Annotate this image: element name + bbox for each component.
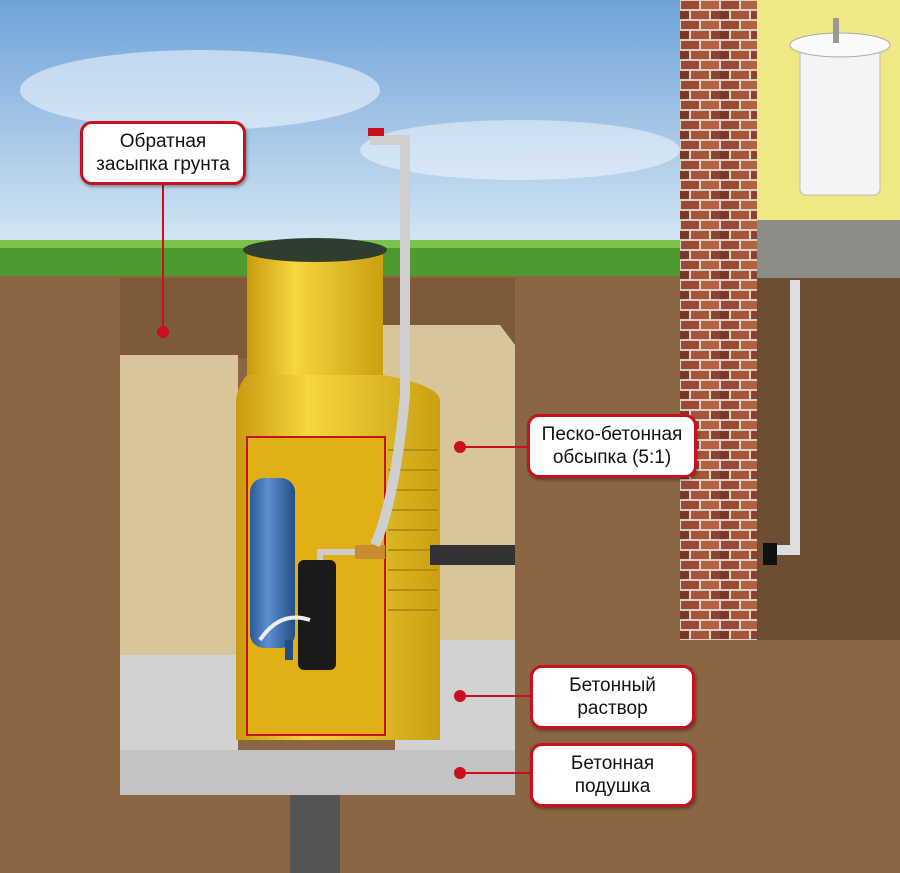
- label-backfill: Обратная засыпка грунта: [80, 121, 246, 185]
- outlet-pipe: [430, 545, 515, 565]
- label-sand-concrete: Песко-бетонная обсыпка (5:1): [527, 414, 697, 478]
- caisson-lid: [243, 238, 387, 262]
- label-line: раствор: [577, 698, 648, 719]
- pump: [258, 545, 385, 670]
- label-line: Обратная: [119, 131, 207, 152]
- label-concrete-cushion: Бетонная подушка: [530, 743, 695, 807]
- label-line: Бетонный: [569, 675, 656, 696]
- label-line: Песко-бетонная: [541, 424, 683, 445]
- pressure-tank: [250, 478, 295, 660]
- label-line: подушка: [574, 776, 651, 797]
- concrete-cushion: [120, 750, 515, 795]
- valve-icon: [368, 128, 384, 136]
- label-line: обсыпка (5:1): [552, 447, 672, 468]
- casing-pipe: [290, 795, 340, 873]
- caisson-neck: [247, 250, 383, 375]
- label-line: Бетонная: [570, 753, 655, 774]
- floor-slab: [757, 220, 900, 278]
- house-pipe: [775, 280, 800, 555]
- riser-pipe: [370, 135, 410, 548]
- sink-icon: [789, 18, 891, 196]
- brick-wall: [680, 0, 757, 640]
- sand-concrete-fill: [120, 355, 238, 655]
- label-concrete-mortar: Бетонный раствор: [530, 665, 695, 729]
- label-line: засыпка грунта: [96, 154, 230, 175]
